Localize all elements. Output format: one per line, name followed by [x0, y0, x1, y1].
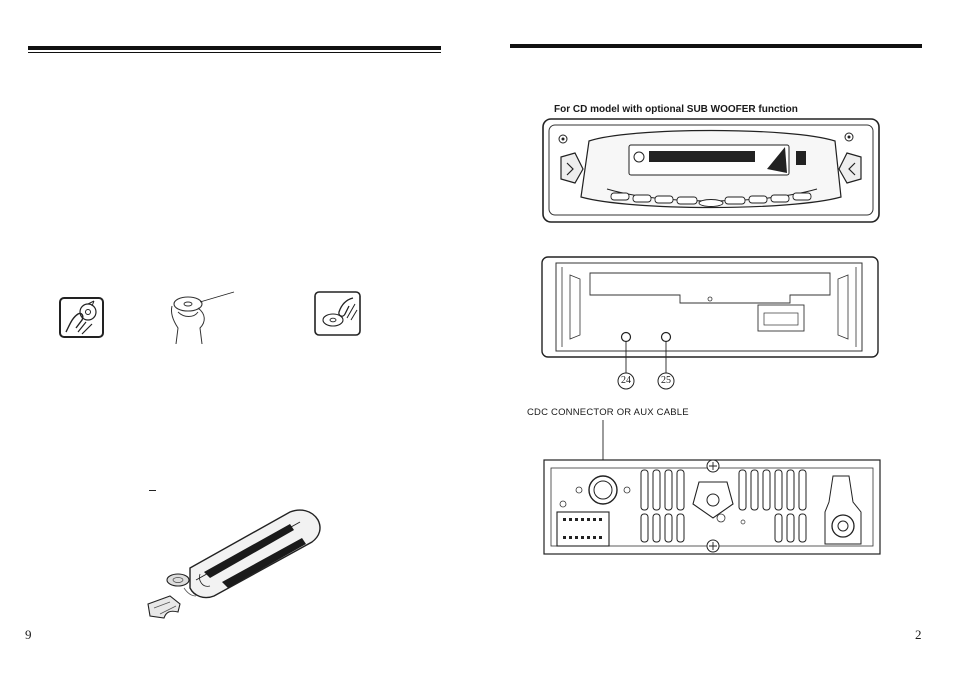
disc-handling-illustration-3 — [314, 291, 361, 336]
chassis-illustration — [541, 256, 879, 390]
disc-handling-illustration-2 — [171, 291, 235, 345]
disc-handling-illustration-1 — [59, 297, 104, 338]
front-panel-illustration — [542, 118, 880, 223]
header-rule — [510, 44, 922, 48]
remote-control-battery-illustration — [147, 509, 321, 619]
header-rule — [28, 46, 441, 53]
sub-woofer-caption: For CD model with optional SUB WOOFER fu… — [554, 104, 798, 115]
rear-panel-illustration — [543, 420, 881, 555]
callout-25: 25 — [661, 375, 671, 386]
dash-mark — [149, 490, 156, 491]
right-page: For CD model with optional SUB WOOFER fu… — [477, 0, 954, 675]
callout-24: 24 — [621, 375, 631, 386]
page-number: 9 — [25, 627, 32, 642]
page-number: 2 — [915, 627, 922, 642]
cdc-connector-caption: CDC CONNECTOR OR AUX CABLE — [527, 407, 689, 418]
left-page: 9 — [25, 46, 441, 642]
